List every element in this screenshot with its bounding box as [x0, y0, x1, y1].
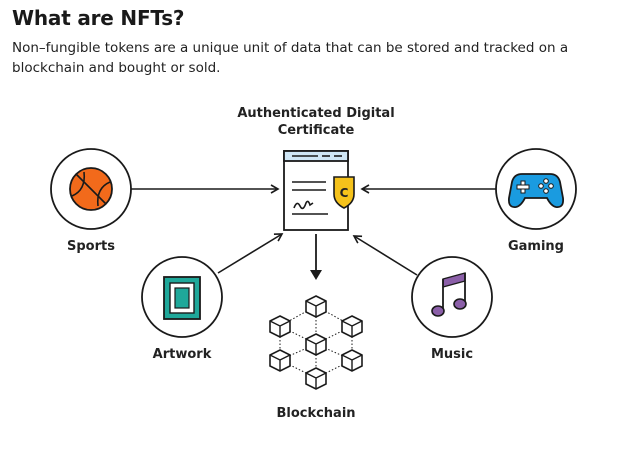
artwork-node: [141, 256, 223, 338]
sports-label: Sports: [67, 239, 115, 254]
music-note-icon: [431, 272, 467, 317]
framed-picture-icon: [163, 276, 201, 320]
artwork-label: Artwork: [153, 347, 212, 362]
blockchain-icon: [269, 295, 363, 390]
certificate-badge-icon: [333, 176, 355, 209]
gaming-node: [495, 148, 577, 230]
block-cube-bottom: [305, 367, 327, 390]
arrow-music-to-certificate: [352, 235, 418, 276]
arrow-certificate-to-blockchain-head: [310, 270, 322, 280]
block-cube-right-lower: [341, 349, 363, 372]
page-subtitle: Non–fungible tokens are a unique unit of…: [12, 40, 569, 76]
block-cube-left-upper: [269, 315, 291, 338]
page-title: What are NFTs?: [12, 6, 185, 30]
arrow-artwork-to-certificate: [217, 233, 284, 274]
music-label: Music: [431, 347, 473, 362]
block-cube-center: [305, 333, 327, 356]
certificate-label-line2: Certificate: [278, 123, 355, 138]
certificate-label-line1: Authenticated Digital: [237, 106, 394, 121]
gamepad-icon: [507, 173, 565, 208]
gaming-label: Gaming: [508, 239, 564, 254]
block-cube-left-lower: [269, 349, 291, 372]
sports-node: [50, 148, 132, 230]
certificate-badge-letter: C: [340, 186, 349, 200]
block-cube-top: [305, 295, 327, 318]
block-cube-right-upper: [341, 315, 363, 338]
basketball-icon: [69, 167, 113, 211]
blockchain-label: Blockchain: [276, 406, 355, 421]
music-node: [411, 256, 493, 338]
